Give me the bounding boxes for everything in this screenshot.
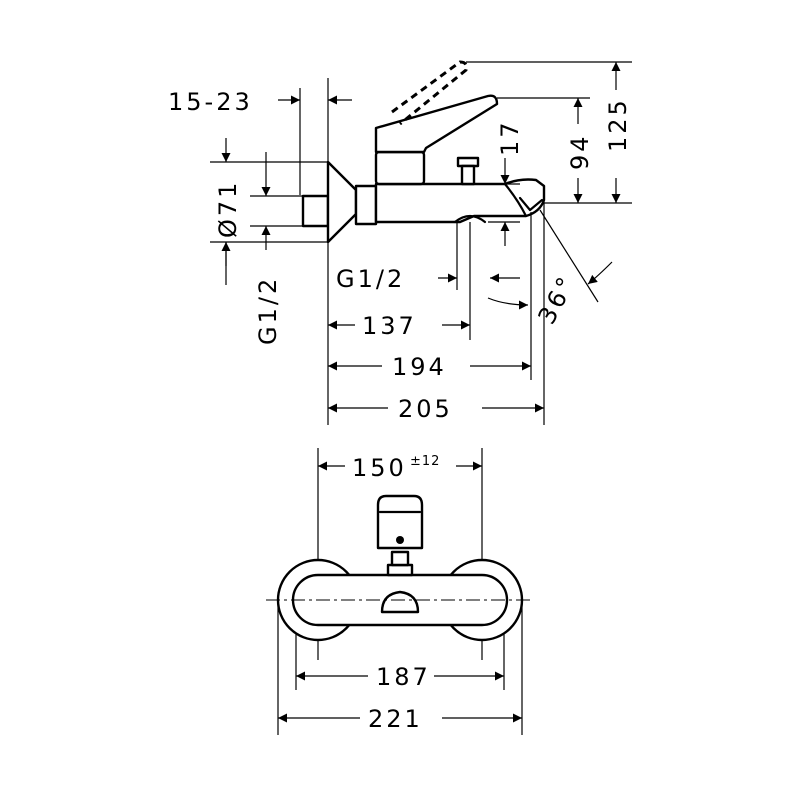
dim-thread-spout: G1/2 xyxy=(336,265,405,293)
dim-depth-total: 205 xyxy=(398,395,453,423)
dim-thread-left: G1/2 xyxy=(254,276,282,345)
lever-indicator xyxy=(396,536,404,544)
lever-stem-upper xyxy=(390,550,410,567)
dim-centers: 150 xyxy=(352,454,407,482)
dim-angle: 36° xyxy=(533,270,582,329)
dim-centers-tolerance: ±12 xyxy=(410,454,440,469)
dim-width-inner: 187 xyxy=(376,663,431,691)
dim-depth-spout: 194 xyxy=(392,353,447,381)
dim-width-total: 221 xyxy=(368,705,423,733)
dim-diameter: Ø71 xyxy=(214,180,242,238)
lever-base xyxy=(374,150,426,186)
spout-outlet-front xyxy=(380,590,420,614)
wall-stub xyxy=(301,194,330,228)
dim-angle-arc-right xyxy=(587,261,613,285)
lever-front xyxy=(376,494,424,550)
spout-aerator xyxy=(518,196,544,212)
dim-spout-drop: 17 xyxy=(496,119,524,156)
diverter-knob-stem xyxy=(460,164,476,186)
ref-line-angle xyxy=(539,209,599,303)
dim-height-total: 125 xyxy=(604,97,632,152)
lever-handle xyxy=(374,94,499,154)
lever-raised-position xyxy=(391,60,468,126)
front-view: 150 ±12 187 221 xyxy=(266,448,534,735)
dim-height-mid: 94 xyxy=(566,133,594,170)
cover-rosette xyxy=(326,160,358,244)
dim-angle-arc-left xyxy=(487,297,529,310)
connector-block xyxy=(354,184,378,226)
dim-depth-inlet: 137 xyxy=(362,312,417,340)
mixer-body xyxy=(374,178,546,224)
side-view: 15-23 Ø71 G1/2 17 94 125 G1/2 36° 1 xyxy=(168,60,632,425)
spout-edge xyxy=(503,182,528,218)
spout-outlet xyxy=(453,214,487,224)
dim-wall-range: 15-23 xyxy=(168,88,253,116)
lever-stem-lower xyxy=(386,563,414,577)
